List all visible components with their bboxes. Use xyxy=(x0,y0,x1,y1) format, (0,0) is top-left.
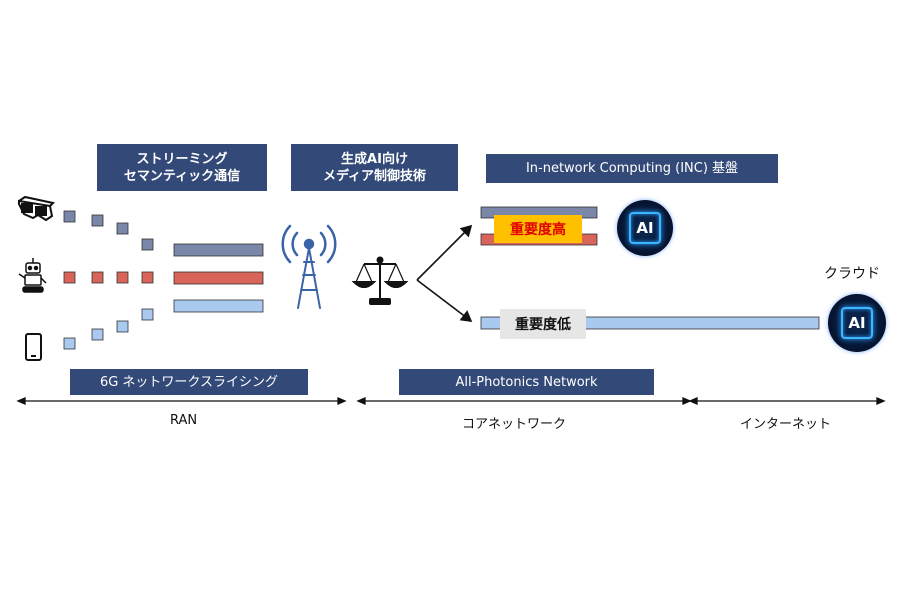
stream-blue xyxy=(63,308,154,350)
packet-square xyxy=(116,320,129,333)
ai-chip-icon: AI xyxy=(617,200,673,256)
smartphone-icon xyxy=(25,333,42,361)
arrow-to-low xyxy=(416,279,473,322)
packet-square xyxy=(141,271,154,284)
streaming-label-line1: ストリーミング xyxy=(136,151,228,167)
slice-bar-red xyxy=(173,271,264,285)
packet-square xyxy=(116,222,129,235)
cloud-ai-chip-icon: AI xyxy=(828,294,886,352)
media-control-box: 生成AI向け メディア制御技術 xyxy=(291,144,458,191)
cloud-ai-chip-core: AI xyxy=(841,307,873,339)
media-label-line1: 生成AI向け xyxy=(341,151,408,167)
slice-bar-gray xyxy=(173,243,264,257)
stream-red xyxy=(63,271,154,284)
streaming-semantic-box: ストリーミング セマンティック通信 xyxy=(97,144,267,191)
stream-gray xyxy=(63,210,154,251)
packet-square xyxy=(63,337,76,350)
media-label-line2: メディア制御技術 xyxy=(322,168,427,184)
packet-square xyxy=(141,238,154,251)
cloud-label: クラウド xyxy=(824,266,880,282)
inc-box: In-network Computing (INC) 基盤 xyxy=(486,154,778,183)
inc-label: In-network Computing (INC) 基盤 xyxy=(525,161,739,176)
packet-square xyxy=(91,214,104,227)
core-network-label: コアネットワーク xyxy=(462,417,567,432)
vr-glasses-icon xyxy=(18,195,56,222)
importance-high-tag: 重要度高 xyxy=(494,215,582,243)
arrow-to-high xyxy=(416,224,473,281)
slicing-label: 6G ネットワークスライシング xyxy=(99,374,279,390)
apn-label: All-Photonics Network xyxy=(455,374,598,390)
streaming-label-line2: セマンティック通信 xyxy=(123,168,241,184)
packet-square xyxy=(141,308,154,321)
importance-low-label: 重要度低 xyxy=(515,317,571,333)
packet-square xyxy=(116,271,129,284)
ai-chip-core: AI xyxy=(629,212,661,244)
packet-square xyxy=(63,210,76,223)
span-arrows xyxy=(16,397,886,405)
ran-label: RAN xyxy=(170,413,198,428)
robot-icon xyxy=(18,258,47,293)
apn-box: All-Photonics Network xyxy=(399,369,654,395)
antenna-tower-icon xyxy=(281,224,337,309)
packet-square xyxy=(91,328,104,341)
importance-high-label: 重要度高 xyxy=(510,222,566,238)
slicing-box: 6G ネットワークスライシング xyxy=(70,369,308,395)
packet-square xyxy=(63,271,76,284)
balance-scale-icon xyxy=(351,256,409,305)
packet-square xyxy=(91,271,104,284)
internet-label: インターネット xyxy=(740,417,832,432)
importance-low-tag: 重要度低 xyxy=(500,309,586,339)
slice-bar-blue xyxy=(173,299,264,313)
